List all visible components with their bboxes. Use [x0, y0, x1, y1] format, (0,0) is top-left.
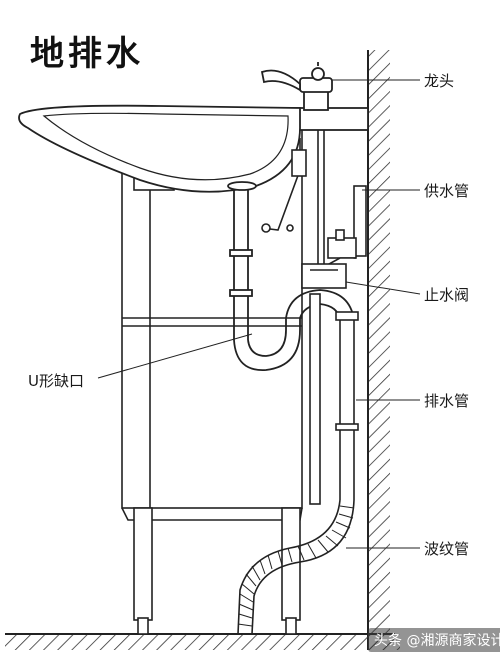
- leader-lines: [97, 79, 421, 549]
- label-stop-valve: 止水阀: [424, 286, 470, 304]
- floor: [5, 633, 400, 650]
- cabinet-legs: [133, 507, 301, 635]
- label-u-gap: U形缺口: [28, 372, 84, 390]
- faucet-lines: [261, 130, 325, 270]
- u-trap: [229, 190, 355, 371]
- label-supply-pipe: 供水管: [424, 182, 470, 200]
- drain-pipe: [309, 293, 359, 505]
- basin: [18, 104, 369, 193]
- stop-valve: [301, 263, 347, 289]
- label-corrugated-pipe: 波纹管: [424, 540, 470, 558]
- wall: [367, 50, 390, 650]
- label-drain-pipe: 排水管: [424, 392, 470, 410]
- diagram-title: 地排水: [30, 34, 144, 74]
- faucet: [260, 62, 333, 111]
- corrugated-hose: [237, 499, 355, 635]
- label-faucet: 龙头: [424, 72, 455, 90]
- supply-pipe: [317, 185, 367, 271]
- watermark: 头条 @湘源商家设计: [368, 628, 500, 652]
